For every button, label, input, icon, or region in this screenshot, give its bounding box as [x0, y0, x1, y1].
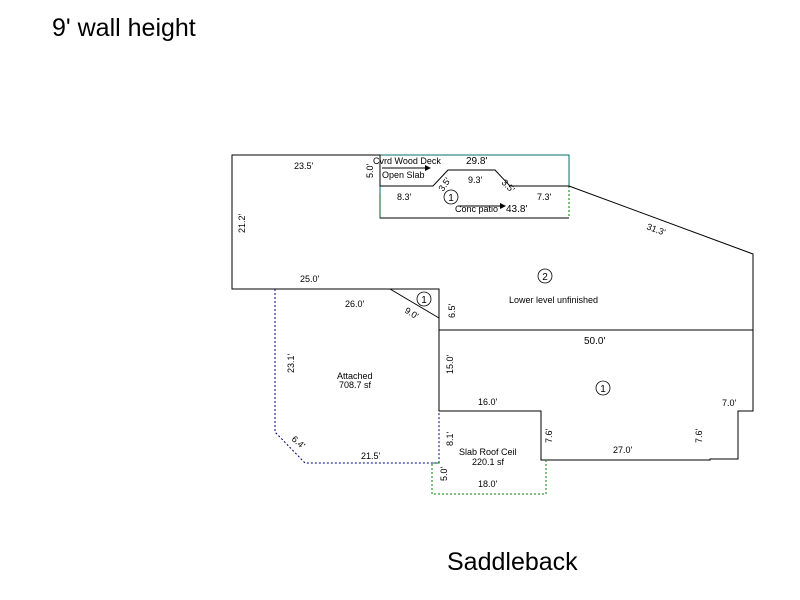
dim-attached-diag: 9.0': [403, 305, 421, 321]
dim-diagonal-right: 31.3': [645, 221, 667, 237]
dim-notch-top: 16.0': [478, 397, 498, 407]
dim-step-left: 25.0': [300, 274, 320, 284]
label-deck: Cvrd Wood Deck: [373, 156, 441, 166]
dim-patio-right: 7.3': [537, 192, 552, 202]
marker-upper-patio: 1: [443, 189, 459, 205]
patio-arrow-head: [500, 203, 506, 209]
attached-diag-wall: [389, 288, 440, 319]
dim-slab-extra: 5.0': [439, 466, 449, 481]
label-lower-level: Lower level unfinished: [509, 295, 598, 305]
label-patio: Conc patio: [455, 204, 498, 214]
dim-deck-depth: 5.0': [365, 163, 375, 178]
dim-bay-center: 9.3': [468, 175, 483, 185]
dim-patio-width: 43.8': [506, 204, 527, 215]
dim-bay-right: 3.5': [500, 177, 517, 194]
label-attached-sf: 708.7 sf: [339, 380, 372, 390]
dim-right-notch: 7.6': [694, 428, 704, 443]
dim-slab-left: 8.1': [445, 431, 455, 446]
dim-slab-width: 18.0': [478, 479, 498, 489]
dim-mid-width: 50.0': [584, 336, 605, 347]
label-slab: Slab Roof Ceil: [459, 447, 517, 457]
dim-notch-depth: 7.6': [544, 428, 554, 443]
svg-text:2: 2: [542, 272, 548, 283]
svg-text:1: 1: [600, 384, 606, 395]
dim-attached-bottom: 21.5': [361, 451, 381, 461]
marker-attached-corner: 1: [416, 291, 432, 307]
svg-text:1: 1: [448, 193, 454, 204]
label-slab-sf: 220.1 sf: [472, 457, 505, 467]
dim-right-short: 7.0': [722, 398, 737, 408]
dim-bay-left: 3.5': [436, 176, 453, 194]
dim-deck-width: 29.8': [466, 156, 487, 167]
dim-attached-top: 26.0': [345, 299, 365, 309]
dim-left-height: 21.2': [237, 213, 247, 233]
attached-outline: [274, 289, 440, 464]
dim-attached-left: 23.1': [286, 353, 296, 373]
dim-top-left: 23.5': [294, 161, 314, 171]
footer-title: Saddleback: [447, 548, 578, 576]
marker-main-floor: 1: [595, 380, 611, 396]
svg-text:1: 1: [421, 295, 427, 306]
dim-bottom-width: 27.0': [613, 445, 633, 455]
deck-arrow-head: [425, 165, 431, 171]
slab-outline: [431, 460, 547, 495]
label-open-slab: Open Slab: [382, 170, 425, 180]
dim-patio-left: 8.3': [397, 192, 412, 202]
page-title: 9' wall height: [52, 14, 196, 42]
dim-attached-bottom-diag: 6.4': [290, 434, 308, 451]
main-outline: [231, 154, 754, 461]
dim-step-height: 6.5': [447, 303, 457, 318]
marker-lower-level: 2: [537, 268, 553, 284]
label-attached: Attached: [337, 371, 373, 381]
dim-mid-right: 15.0': [445, 354, 455, 374]
